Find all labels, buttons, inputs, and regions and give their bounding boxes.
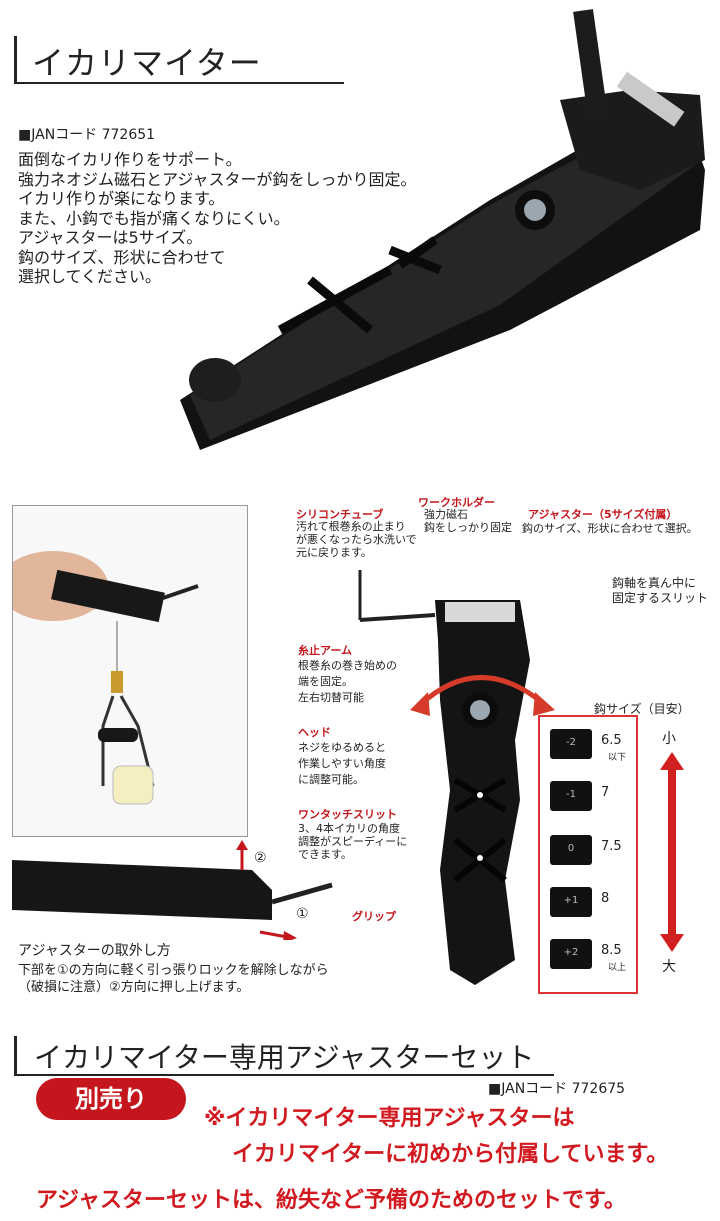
removal-diagram [12, 840, 333, 940]
onetouch-line: できます。 [298, 848, 352, 861]
tool-diagram [358, 570, 555, 985]
size-sub: 以下 [608, 753, 627, 763]
size-value: 7 [601, 785, 610, 800]
title-bar-left [14, 36, 17, 84]
set-title-bar-left [14, 1036, 17, 1076]
work-line: 強力磁石 [424, 508, 468, 521]
removal-title: アジャスターの取外し方 [18, 943, 171, 959]
size-large-label: 大 [662, 959, 676, 975]
size-heading: 鈎サイズ（目安） [594, 702, 690, 716]
adjuster-mark: 0 [567, 843, 575, 854]
work-holder-text: 強力磁石 鈎をしっかり固定 [424, 508, 512, 534]
adjuster-title: アジャスター（5サイズ付属） [528, 508, 678, 521]
product-jan: ■JANコード 772651 [18, 127, 156, 143]
head-line: に調整可能。 [298, 773, 364, 786]
size-value: 8 [601, 891, 610, 906]
arm-line: 根巻糸の巻き始めの [298, 659, 397, 672]
set-note-line1: ※イカリマイター専用アジャスターは [204, 1106, 575, 1131]
adjuster-chip: -1 [550, 781, 592, 811]
silicon-tube-text: 汚れて根巻糸の止まり が悪くなったら水洗いで 元に戻ります。 [296, 520, 417, 559]
arm-title: 糸止アーム [298, 644, 353, 657]
desc-line: 鈎のサイズ、形状に合わせて [18, 247, 226, 267]
adjuster-mark: -2 [566, 737, 576, 748]
set-title: イカリマイター専用アジャスターセット [34, 1041, 535, 1074]
grip-title: グリップ [352, 910, 396, 923]
adjuster-chip: +1 [550, 887, 592, 917]
head-line: 作業しやすい角度 [298, 757, 386, 770]
onetouch-line: 3、4本イカリの角度 [298, 822, 400, 835]
silicon-tube-title: シリコンチューブ [296, 508, 384, 521]
work-line: 鈎をしっかり固定 [424, 521, 512, 534]
head-text: ネジをゆるめると 作業しやすい角度 に調整可能。 [298, 740, 386, 788]
silicon-line: 元に戻ります。 [296, 546, 372, 559]
size-value: 7.5 [601, 839, 622, 854]
size-value: 6.5 [601, 733, 622, 748]
size-scale-box: -2 6.5 以下 -1 7 0 7.5 +1 8 +2 8.5 以上 [538, 715, 638, 994]
usage-illustration [13, 506, 247, 836]
size-row: -2 6.5 以下 [546, 723, 630, 763]
direction-marker-1: ① [296, 906, 309, 922]
removal-text: 下部を①の方向に軽く引っ張りロックを解除しながら （破損に注意）②方向に押し上げ… [18, 962, 329, 996]
head-line: ネジをゆるめると [298, 741, 386, 754]
product-description: 面倒なイカリ作りをサポート。 強力ネオジム磁石とアジャスターが鈎をしっかり固定。… [18, 150, 417, 287]
set-note-line3: アジャスターセットは、紛失など予備のためのセットです。 [36, 1188, 626, 1213]
onetouch-slit-title: ワンタッチスリット [298, 808, 397, 821]
work-holder-title: ワークホルダー [418, 496, 495, 509]
silicon-line: が悪くなったら水洗いで [296, 533, 417, 546]
adjuster-chip: -2 [550, 729, 592, 759]
set-note-line2: イカリマイターに初めから付属しています。 [232, 1142, 669, 1167]
desc-line: また、小鈎でも指が痛くなりにくい。 [18, 208, 290, 228]
center-slit-text: 鈎軸を真ん中に 固定するスリット [612, 576, 708, 606]
size-row: -1 7 [546, 775, 630, 815]
desc-line: 選択してください。 [18, 267, 162, 286]
set-title-underline [14, 1074, 554, 1076]
desc-line: イカリ作りが楽になります。 [18, 189, 225, 208]
adjuster-mark: -1 [566, 789, 576, 800]
product-title: イカリマイター [32, 44, 262, 82]
size-value: 8.5 [601, 943, 622, 958]
usage-photo [12, 505, 248, 837]
size-row: +1 8 [546, 881, 630, 921]
size-scale-arrow [660, 752, 684, 952]
size-sub: 以上 [608, 963, 627, 973]
sold-separately-badge: 別売り [36, 1078, 186, 1120]
desc-line: 強力ネオジム磁石とアジャスターが鈎をしっかり固定。 [18, 169, 417, 189]
size-row: +2 8.5 以上 [546, 933, 630, 973]
adjuster-text: 鈎のサイズ、形状に合わせて選択。 [522, 522, 698, 535]
slit-line: 固定するスリット [612, 591, 709, 605]
direction-marker-2: ② [254, 850, 267, 866]
slit-line: 鈎軸を真ん中に [612, 576, 697, 590]
adjuster-chip: +2 [550, 939, 592, 969]
title-underline [14, 82, 344, 84]
silicon-line: 汚れて根巻糸の止まり [296, 520, 406, 533]
desc-line: アジャスターは5サイズ。 [18, 228, 203, 247]
arm-text: 根巻糸の巻き始めの 端を固定。 左右切替可能 [298, 658, 397, 706]
size-row: 0 7.5 [546, 829, 630, 869]
onetouch-line: 調整がスピーディーに [298, 835, 408, 848]
onetouch-slit-text: 3、4本イカリの角度 調整がスピーディーに できます。 [298, 822, 407, 861]
head-title: ヘッド [298, 726, 331, 739]
removal-line: 下部を①の方向に軽く引っ張りロックを解除しながら [18, 963, 329, 978]
arm-line: 端を固定。 [298, 675, 353, 688]
desc-line: 面倒なイカリ作りをサポート。 [18, 150, 242, 169]
adjuster-mark: +2 [563, 947, 579, 958]
set-jan: ■JANコード 772675 [488, 1081, 626, 1097]
product-hero-image [180, 9, 705, 450]
arm-line: 左右切替可能 [298, 691, 364, 704]
adjuster-chip: 0 [550, 835, 592, 865]
adjuster-mark: +1 [563, 895, 579, 906]
size-small-label: 小 [662, 731, 676, 747]
removal-line: （破損に注意）②方向に押し上げます。 [18, 980, 250, 995]
